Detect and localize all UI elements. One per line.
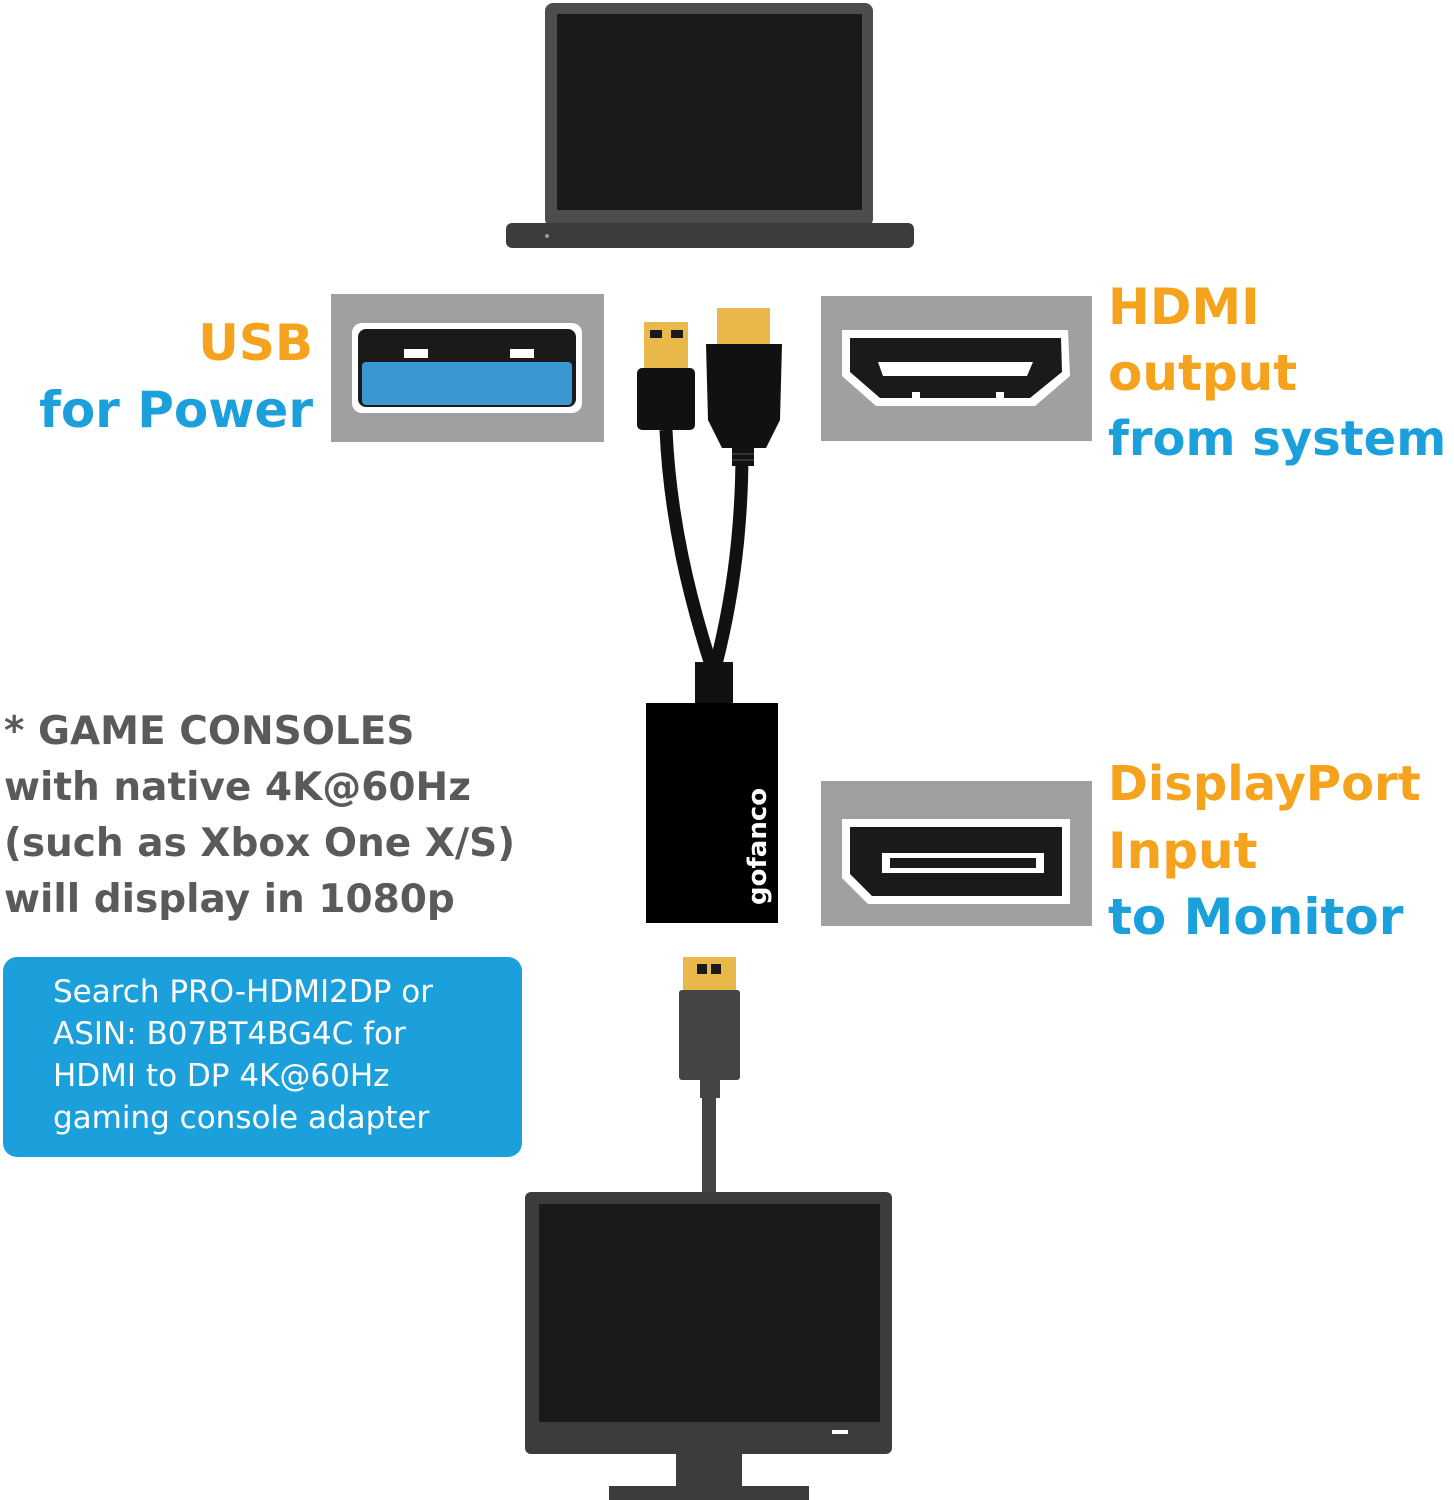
hdmi-label-line3: from system [1108,411,1447,467]
hdmi-label-line1: HDMI [1108,278,1260,336]
note-line-2: with native 4K@60Hz [4,765,471,810]
usb-label-line1: USB [198,314,313,372]
dp-label-line1: DisplayPort [1108,756,1421,812]
adapter-brand-text: gofanco [743,788,773,905]
dp-label-line2: Input [1108,822,1258,880]
displayport-port-icon [821,781,1092,926]
note-line-4: will display in 1080p [4,877,455,922]
search-callout-box: Search PRO-HDMI2DP or ASIN: B07BT4BG4C f… [3,957,522,1157]
search-line-4: gaming console adapter [53,1100,430,1136]
adapter-cable-icon: gofanco [637,308,782,1198]
note-line-1: * GAME CONSOLES [4,709,415,754]
monitor-icon [525,1192,892,1500]
hdmi-label-line2: output [1108,344,1298,402]
usb-port-icon [331,294,604,442]
search-line-2: ASIN: B07BT4BG4C for [53,1016,406,1052]
search-line-1: Search PRO-HDMI2DP or [53,974,433,1010]
search-line-3: HDMI to DP 4K@60Hz [53,1058,390,1094]
dp-label-line3: to Monitor [1108,888,1404,946]
usb-label-line2: for Power [39,381,313,439]
laptop-icon [506,3,914,248]
note-line-3: (such as Xbox One X/S) [4,821,516,866]
hdmi-port-icon [821,296,1092,441]
